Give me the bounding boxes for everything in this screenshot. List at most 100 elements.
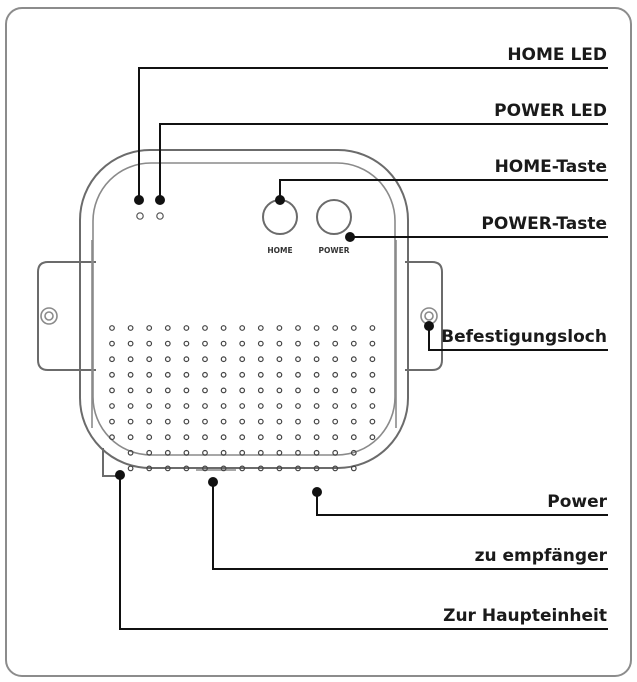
grill-hole: [257, 387, 264, 394]
grill-hole: [164, 418, 171, 425]
grill-hole: [220, 449, 227, 456]
grill-hole: [202, 340, 208, 347]
grill-hole: [276, 371, 283, 378]
grill-hole: [313, 325, 320, 331]
grill-hole: [164, 434, 171, 441]
grill-hole: [295, 340, 301, 347]
grill-hole: [295, 465, 301, 472]
grill-hole: [350, 449, 357, 456]
grill-hole: [276, 340, 283, 347]
grill-hole: [127, 403, 134, 409]
grill-hole: [146, 418, 153, 425]
grill-hole: [295, 356, 301, 363]
grill-hole: [202, 387, 208, 394]
grill-hole: [369, 387, 376, 394]
grill-hole: [369, 403, 376, 409]
grill-hole: [202, 356, 208, 363]
grill-hole: [164, 449, 171, 456]
grill-hole: [257, 403, 264, 409]
grill-hole: [276, 418, 283, 425]
grill-hole: [313, 434, 320, 441]
grill-hole: [146, 356, 153, 363]
grill-hole: [220, 434, 227, 441]
label-befestigungsloch: Befestigungsloch: [441, 327, 607, 347]
grill-hole: [369, 418, 376, 425]
label-home-led: HOME LED: [507, 45, 607, 65]
grill-hole: [257, 356, 264, 363]
grill-hole: [239, 403, 246, 409]
grill-hole: [239, 340, 246, 347]
grill-hole: [164, 356, 171, 363]
grill-hole: [239, 418, 246, 425]
grill-hole: [350, 340, 357, 347]
label-power: Power: [547, 492, 607, 512]
grill-hole: [146, 387, 153, 394]
grill-hole: [313, 403, 320, 409]
grill-hole: [239, 434, 246, 441]
grill-hole: [350, 434, 357, 441]
grill-hole: [220, 418, 227, 425]
grill-hole: [220, 387, 227, 394]
grill-hole: [313, 371, 320, 378]
grill-hole: [146, 434, 153, 441]
grill-hole: [220, 356, 227, 363]
grill-hole: [295, 418, 301, 425]
grill-hole: [276, 434, 283, 441]
label-power-led: POWER LED: [494, 101, 607, 121]
grill-hole: [313, 465, 320, 472]
grill-hole: [350, 465, 357, 472]
grill-hole: [202, 371, 208, 378]
grill-hole: [202, 465, 208, 472]
home-button-label: HOME: [267, 246, 292, 255]
grill-hole: [183, 465, 190, 472]
grill-hole: [313, 340, 320, 347]
home-led: [136, 212, 144, 220]
grill-hole: [146, 325, 153, 331]
grill-hole: [109, 418, 115, 425]
grill-hole: [350, 371, 357, 378]
grill-hole: [276, 403, 283, 409]
grill-hole: [239, 371, 246, 378]
grill-hole: [332, 387, 339, 394]
label-zur-haupteinheit: Zur Haupteinheit: [443, 606, 607, 626]
grill-hole: [239, 325, 246, 331]
grill-hole: [257, 449, 264, 456]
grill-hole: [127, 449, 134, 456]
grill-hole: [220, 340, 227, 347]
grill-hole: [239, 387, 246, 394]
grill-hole: [109, 325, 115, 331]
grill-hole: [202, 325, 208, 331]
grill-hole: [332, 418, 339, 425]
grill-hole: [183, 356, 190, 363]
grill-hole: [369, 325, 376, 331]
grill-hole: [164, 340, 171, 347]
grill-hole: [332, 371, 339, 378]
grill-hole: [127, 434, 134, 441]
grill-hole: [350, 356, 357, 363]
grill-hole: [127, 325, 134, 331]
grill-hole: [369, 434, 376, 441]
grill-hole: [257, 325, 264, 331]
grill-hole: [295, 325, 301, 331]
grill-hole: [313, 356, 320, 363]
grill-hole: [350, 387, 357, 394]
grill-hole: [127, 371, 134, 378]
grill-hole: [239, 449, 246, 456]
label-home-taste: HOME-Taste: [495, 157, 607, 177]
led-indicators: [136, 212, 164, 220]
grill-hole: [127, 387, 134, 394]
grill-hole: [295, 434, 301, 441]
power-button: POWER: [316, 199, 352, 255]
power-button-label: POWER: [318, 246, 349, 255]
grill-hole: [350, 418, 357, 425]
grill-hole: [146, 403, 153, 409]
grill-hole: [183, 340, 190, 347]
grill-hole: [183, 325, 190, 331]
grill-hole: [220, 403, 227, 409]
label-zu-empfaenger: zu empfänger: [475, 546, 608, 566]
grill-hole: [202, 403, 208, 409]
speaker-grill: [109, 325, 376, 472]
grill-hole: [220, 371, 227, 378]
grill-hole: [109, 434, 115, 441]
